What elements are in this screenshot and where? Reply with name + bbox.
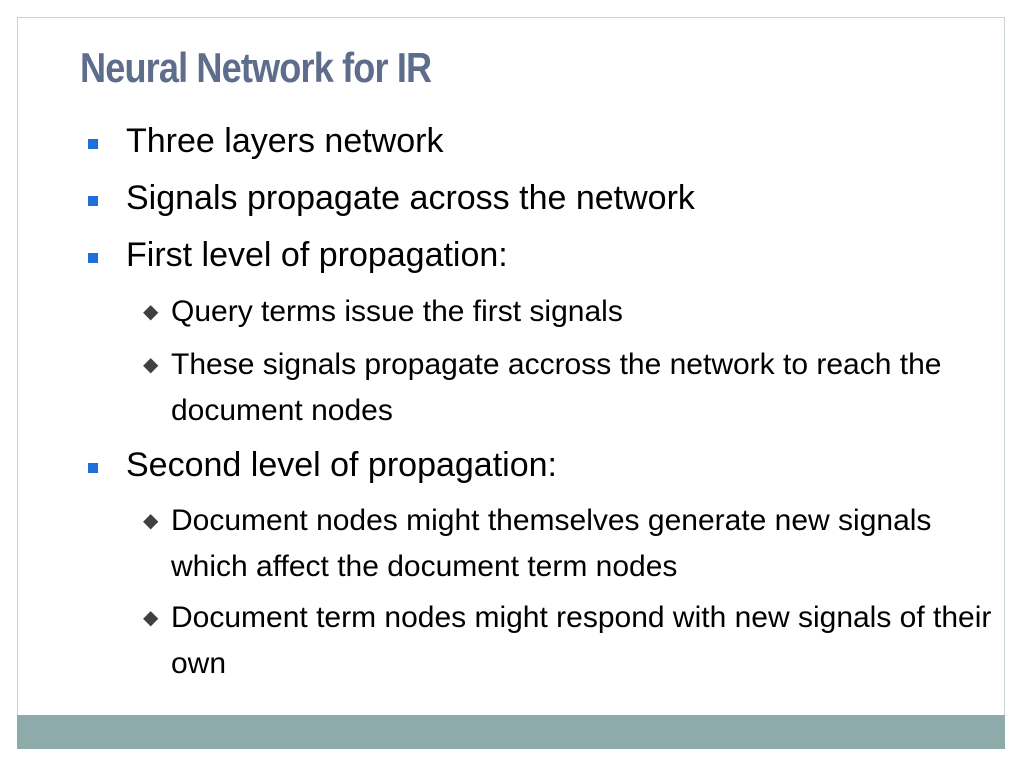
square-bullet-icon bbox=[88, 253, 98, 263]
sub-bullet-item: Document nodes might themselves generate… bbox=[171, 504, 932, 583]
bullet-item: Signals propagate across the network bbox=[126, 179, 695, 217]
bullet-item: Three layers network bbox=[126, 122, 444, 160]
square-bullet-icon bbox=[88, 196, 98, 206]
square-bullet-icon bbox=[88, 463, 98, 473]
diamond-bullet-icon: ◆ bbox=[143, 354, 159, 376]
slide-title: Neural Network for IR bbox=[80, 44, 432, 91]
diamond-bullet-icon: ◆ bbox=[143, 607, 159, 629]
square-bullet-icon bbox=[88, 139, 98, 149]
bullet-item: Second level of propagation: bbox=[126, 446, 557, 484]
diamond-bullet-icon: ◆ bbox=[143, 510, 159, 532]
diamond-bullet-icon: ◆ bbox=[143, 301, 159, 323]
sub-bullet-item: These signals propagate accross the netw… bbox=[171, 348, 942, 427]
bullet-item: First level of propagation: bbox=[126, 236, 508, 274]
sub-bullet-item: Document term nodes might respond with n… bbox=[171, 601, 992, 680]
slide-frame bbox=[17, 17, 1005, 749]
footer-bar bbox=[17, 715, 1005, 749]
sub-bullet-item: Query terms issue the first signals bbox=[171, 295, 623, 328]
